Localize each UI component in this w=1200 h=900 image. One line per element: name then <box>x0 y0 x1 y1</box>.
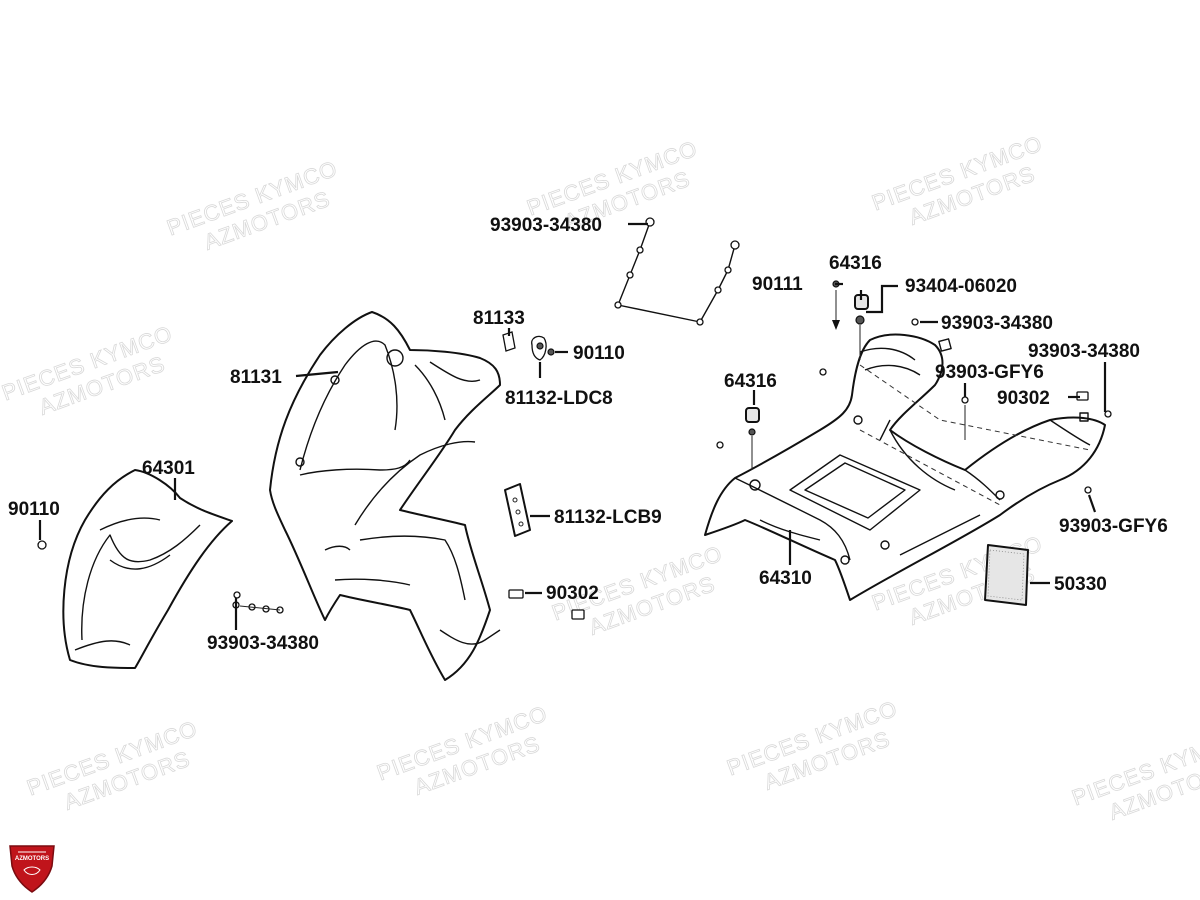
part-90110-nut-left <box>37 540 47 550</box>
part-label: 93903-34380 <box>1028 341 1140 362</box>
part-label: 90110 <box>8 499 60 520</box>
part-64316-mid-grommet <box>745 407 760 470</box>
part-label: 93903-34380 <box>490 215 602 236</box>
part-label: 93903-34380 <box>207 633 319 654</box>
part-90111-bolt <box>832 280 840 330</box>
part-label: 93903-GFY6 <box>1059 516 1168 537</box>
part-label: 64301 <box>142 458 195 479</box>
azmotors-logo: AZMOTORS <box>9 845 55 893</box>
part-90110-nut-mid <box>547 348 555 356</box>
part-64310-floor-panel <box>704 333 1106 601</box>
part-label: 81133 <box>473 308 525 329</box>
part-label: 93903-34380 <box>941 313 1053 334</box>
part-label: 81132-LDC8 <box>505 388 613 409</box>
part-50330-mat <box>984 544 1029 606</box>
part-labels: 93903-34380 64316 90111 93404-06020 9390… <box>8 215 1168 654</box>
part-label: 81132-LCB9 <box>554 507 662 528</box>
part-label: 93903-GFY6 <box>935 362 1044 383</box>
part-label: 81131 <box>230 367 282 388</box>
part-81132-lcb9-plate <box>504 483 531 537</box>
part-93404-06020-bolt <box>855 315 865 360</box>
part-label: 93404-06020 <box>905 276 1017 297</box>
logo-text: AZMOTORS <box>15 856 49 862</box>
part-93903-34380-screws-bottom <box>232 591 284 614</box>
part-windshield-frame <box>614 217 740 326</box>
part-64301-front-panel <box>62 469 233 669</box>
part-label: 90111 <box>752 274 803 295</box>
part-label: 90110 <box>573 343 625 364</box>
part-label: 64316 <box>829 253 882 274</box>
part-label: 90302 <box>546 583 599 604</box>
part-label: 50330 <box>1054 574 1107 595</box>
part-label: 90302 <box>997 388 1050 409</box>
part-90302-clip-mid <box>508 589 585 620</box>
part-label: 64310 <box>759 568 812 589</box>
leader-lines <box>38 222 1107 630</box>
part-81131-front-cover <box>269 311 501 681</box>
part-label: 64316 <box>724 371 777 392</box>
part-81132-ldc8-bracket <box>531 335 547 361</box>
